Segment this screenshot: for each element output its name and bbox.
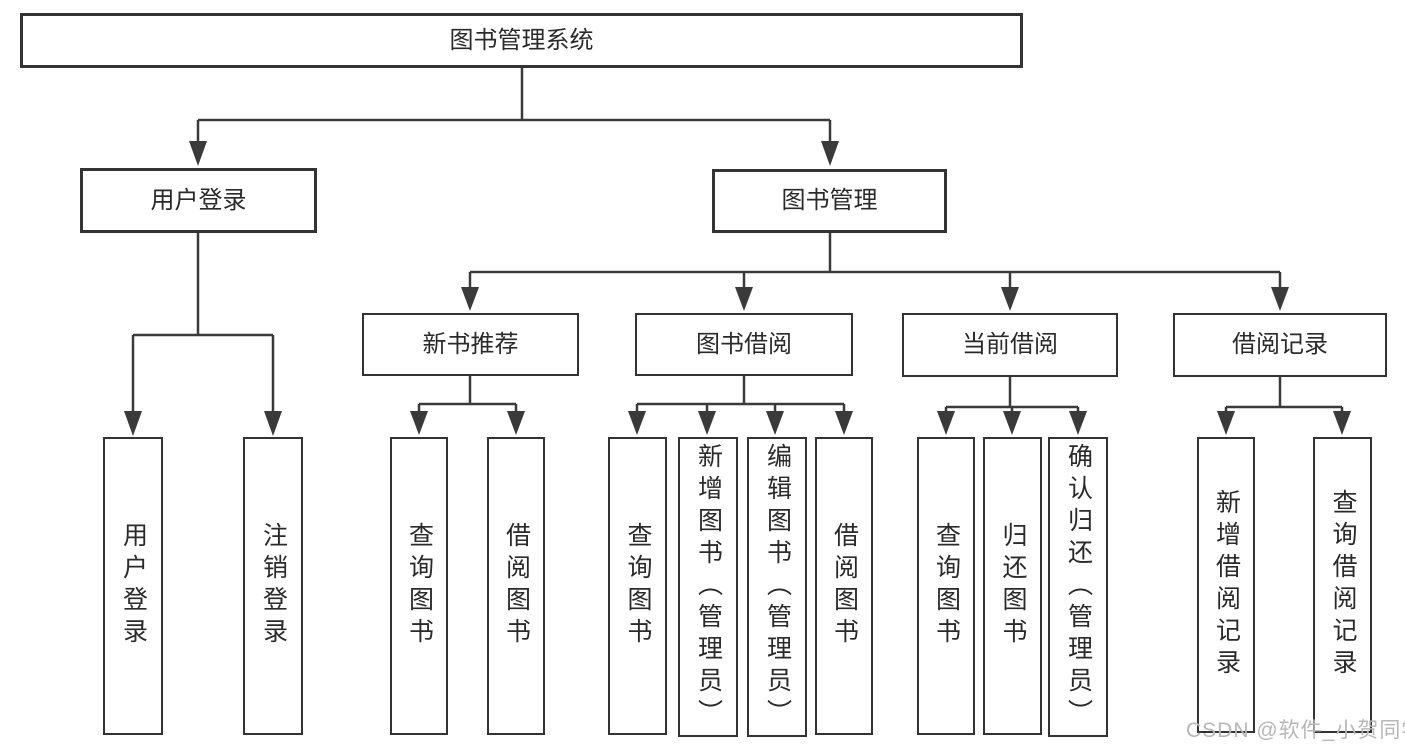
- connector-borrowrecord-to-leaves: [1217, 375, 1351, 435]
- connector-newbookrec-to-leaves: [410, 374, 525, 435]
- node-leaf-nb-query-books: 查询图书: [390, 437, 448, 735]
- node-borrow-record: 借阅记录: [1173, 313, 1387, 377]
- node-leaf-user-login: 用户登录: [103, 437, 163, 735]
- node-root: 图书管理系统: [20, 13, 1023, 68]
- connector-bookborrow-to-leaves: [628, 374, 853, 435]
- node-book-mgmt: 图书管理: [712, 169, 947, 233]
- node-leaf-br-add-record: 新增借阅记录: [1197, 437, 1255, 733]
- connector-userlogin-to-leaves: [124, 231, 282, 436]
- node-leaf-cb-confirm-return: 确认归还（管理员）: [1048, 437, 1108, 737]
- node-leaf-bb-borrow-books: 借阅图书: [815, 437, 873, 735]
- node-leaf-br-query-record: 查询借阅记录: [1313, 437, 1372, 733]
- connector-root-to-level2: [189, 66, 839, 166]
- node-new-book-rec: 新书推荐: [362, 313, 579, 376]
- node-leaf-logout: 注销登录: [243, 437, 303, 735]
- node-leaf-cb-return-books: 归还图书: [983, 437, 1042, 735]
- node-leaf-bb-add-books: 新增图书（管理员）: [678, 437, 738, 737]
- node-leaf-bb-query-books: 查询图书: [608, 437, 667, 735]
- node-user-login: 用户登录: [80, 168, 317, 233]
- node-current-borrow: 当前借阅: [902, 313, 1118, 377]
- connector-currentborrow-to-leaves: [937, 375, 1087, 435]
- node-book-borrow: 图书借阅: [635, 313, 853, 376]
- node-leaf-cb-query-books: 查询图书: [917, 437, 975, 735]
- watermark-text: CSDN @软件_小贺同学: [1186, 719, 1405, 742]
- node-leaf-bb-edit-books: 编辑图书（管理员）: [747, 437, 807, 737]
- node-leaf-nb-borrow-books: 借阅图书: [487, 437, 545, 735]
- connector-bookmgmt-to-level3: [461, 231, 1289, 311]
